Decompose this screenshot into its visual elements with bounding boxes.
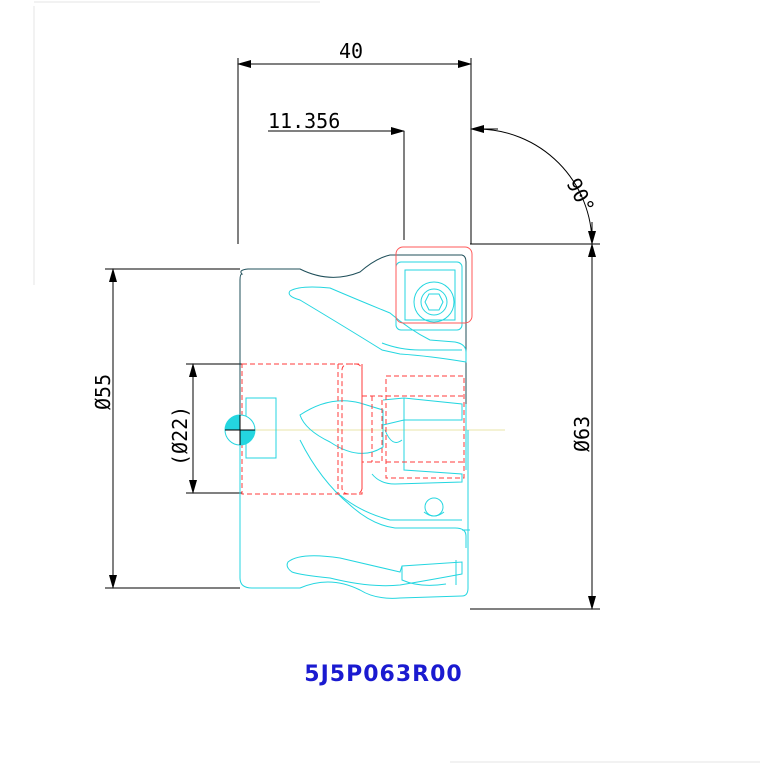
body-diameter-label: Ø55 bbox=[91, 374, 115, 410]
dimension-offset bbox=[268, 125, 498, 240]
screw-pocket-highlight bbox=[395, 246, 473, 324]
bore-diameter-label: (Ø22) bbox=[168, 406, 192, 466]
dimension-width-40 bbox=[237, 58, 472, 244]
page-border-lines bbox=[33, 1, 760, 763]
axis-center-symbol bbox=[224, 414, 256, 446]
dimension-bore-diameter bbox=[186, 363, 242, 494]
offset-dimension-label: 11.356 bbox=[268, 109, 340, 133]
dimension-cutting-diameter bbox=[470, 243, 600, 610]
angle-dimension-label: 90° bbox=[562, 174, 600, 217]
width-dimension-label: 40 bbox=[339, 39, 363, 63]
cutter-body-outline bbox=[239, 254, 505, 431]
insert-geometry bbox=[239, 261, 470, 599]
dimension-body-diameter bbox=[105, 268, 240, 589]
cutting-diameter-label: Ø63 bbox=[570, 416, 594, 452]
hidden-lines bbox=[241, 363, 465, 495]
part-code-label: 5J5P063R00 bbox=[304, 662, 463, 687]
dimension-angle bbox=[477, 128, 596, 245]
